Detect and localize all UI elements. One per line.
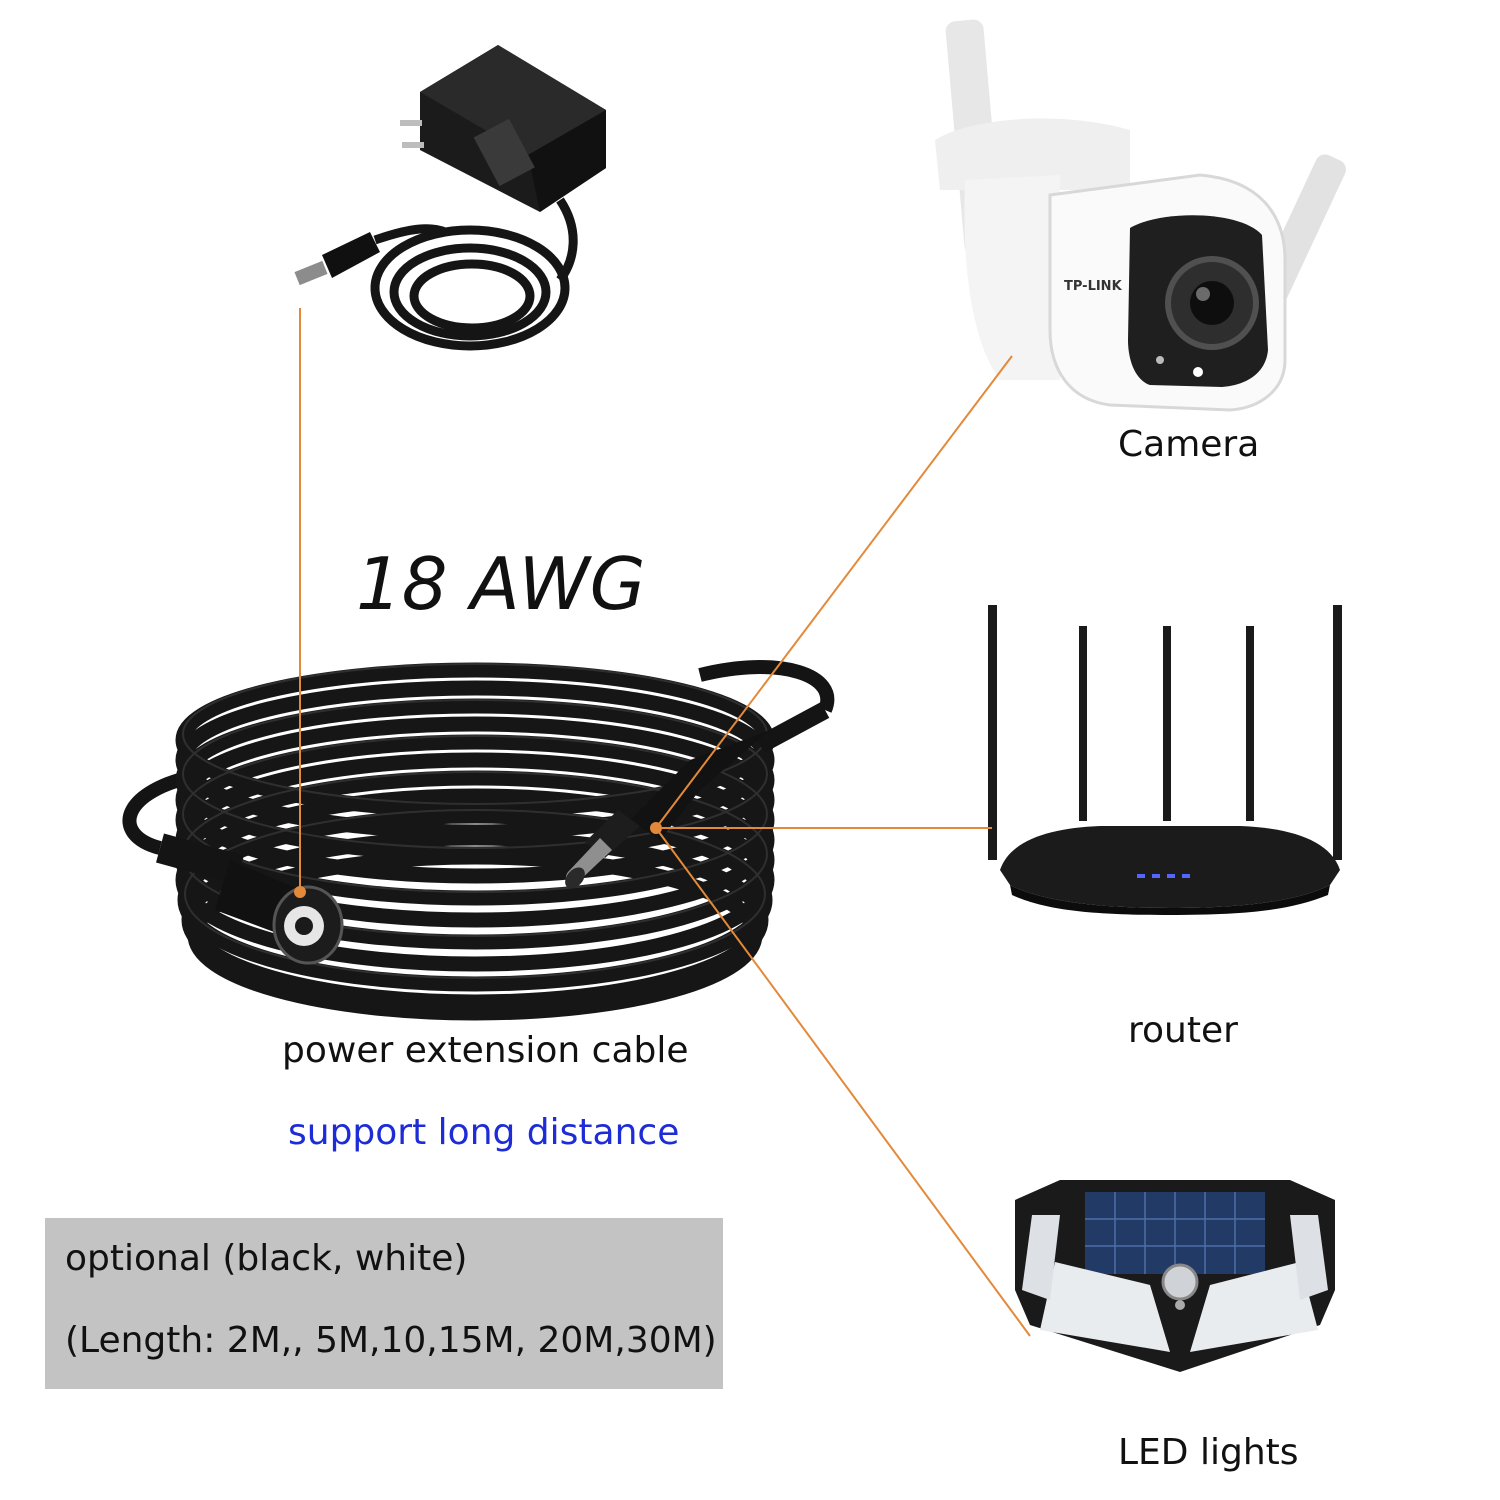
extension-cable-image — [122, 660, 835, 1021]
cable-label: power extension cable — [282, 1030, 689, 1071]
length-options-text: (Length: 2M,, 5M,10,15M, 20M,30M) — [65, 1320, 717, 1361]
color-options-text: optional (black, white) — [65, 1238, 468, 1279]
led-lights-label: LED lights — [1118, 1432, 1299, 1473]
router-image — [988, 605, 1342, 915]
adapter-connection-dot — [294, 886, 306, 898]
camera-brand-text: TP-LINK — [1064, 279, 1123, 294]
led-lights-image — [1015, 1180, 1335, 1372]
connection-lines — [299, 308, 1031, 1337]
power-adapter-image — [294, 45, 606, 351]
options-box: optional (black, white) (Length: 2M,, 5M… — [45, 1218, 723, 1389]
connection-hub-dot — [650, 822, 662, 834]
tagline: support long distance — [288, 1112, 680, 1153]
wire-gauge-heading: 18 AWG — [356, 542, 646, 626]
router-label: router — [1128, 1010, 1238, 1051]
camera-connection-line — [655, 355, 1013, 829]
camera-label: Camera — [1118, 424, 1260, 465]
led-connection-line — [655, 827, 1031, 1337]
camera-image: TP-LINK — [935, 19, 1346, 412]
